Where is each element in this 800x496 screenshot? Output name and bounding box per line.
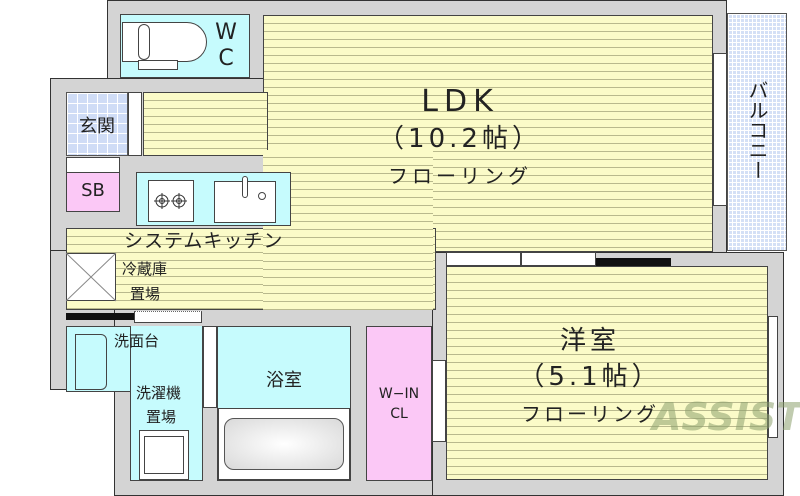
vanity-label: 洗面台	[114, 332, 160, 350]
bedroom-sliding-door-2	[521, 252, 596, 266]
washer-inner	[144, 436, 184, 474]
vanity-unit	[75, 334, 107, 390]
fridge-label-line1: 冷蔵庫	[122, 260, 168, 278]
washer-label-line1: 洗濯機	[136, 384, 182, 402]
fridge-label-line2: 置場	[130, 285, 161, 303]
partition-black	[66, 313, 134, 320]
ldk-room	[263, 15, 713, 252]
western-room-name: 洋室	[559, 326, 620, 356]
kitchen-label: システムキッチン	[124, 230, 284, 252]
toilet-icon	[122, 22, 207, 62]
burner-icon	[154, 193, 187, 209]
balcony-window	[713, 53, 727, 206]
western-room-size: （5.1帖）	[518, 362, 662, 392]
closet-door	[432, 360, 446, 442]
drain-icon	[258, 192, 266, 200]
sliding-door-vanity	[134, 311, 202, 323]
entrance-step	[128, 92, 142, 156]
bedroom-sliding-door-1	[446, 252, 521, 266]
western-room	[446, 266, 768, 480]
bath-door	[203, 326, 217, 408]
washer-icon	[139, 430, 189, 480]
washer-label-line2: 置場	[146, 408, 177, 426]
closet-label-line2: CL	[390, 406, 408, 422]
ldk-name: LDK	[421, 84, 499, 119]
bathroom-label: 浴室	[266, 370, 302, 391]
hallway-floor	[143, 92, 268, 156]
shoe-box	[66, 172, 120, 212]
wc-label-line1: W	[215, 20, 237, 45]
fridge-x-icon	[65, 252, 117, 302]
closet-label-line1: W−IN	[378, 386, 420, 402]
walk-in-closet	[366, 326, 432, 481]
shoe-box-doors	[66, 157, 120, 173]
watermark-logo: ASSIST	[652, 395, 800, 439]
bathtub-basin	[224, 418, 344, 470]
bedroom-window	[768, 316, 778, 438]
western-room-floor-type: フローリング	[521, 402, 659, 426]
balcony-label: バルコニー	[745, 80, 769, 180]
faucet-icon	[242, 176, 248, 198]
ldk-floor-type: フローリング	[388, 164, 532, 188]
bedroom-partition-black	[596, 258, 671, 266]
balcony	[727, 13, 787, 251]
entrance-area	[66, 92, 128, 156]
shoe-box-label: SB	[81, 180, 105, 201]
toilet-tank-icon	[138, 24, 150, 60]
wc-label-line2: C	[218, 46, 234, 71]
entrance-label: 玄関	[79, 116, 115, 137]
ldk-lower-floor	[263, 150, 433, 310]
toilet-base-icon	[138, 60, 178, 70]
ldk-size: （10.2帖）	[378, 124, 542, 154]
